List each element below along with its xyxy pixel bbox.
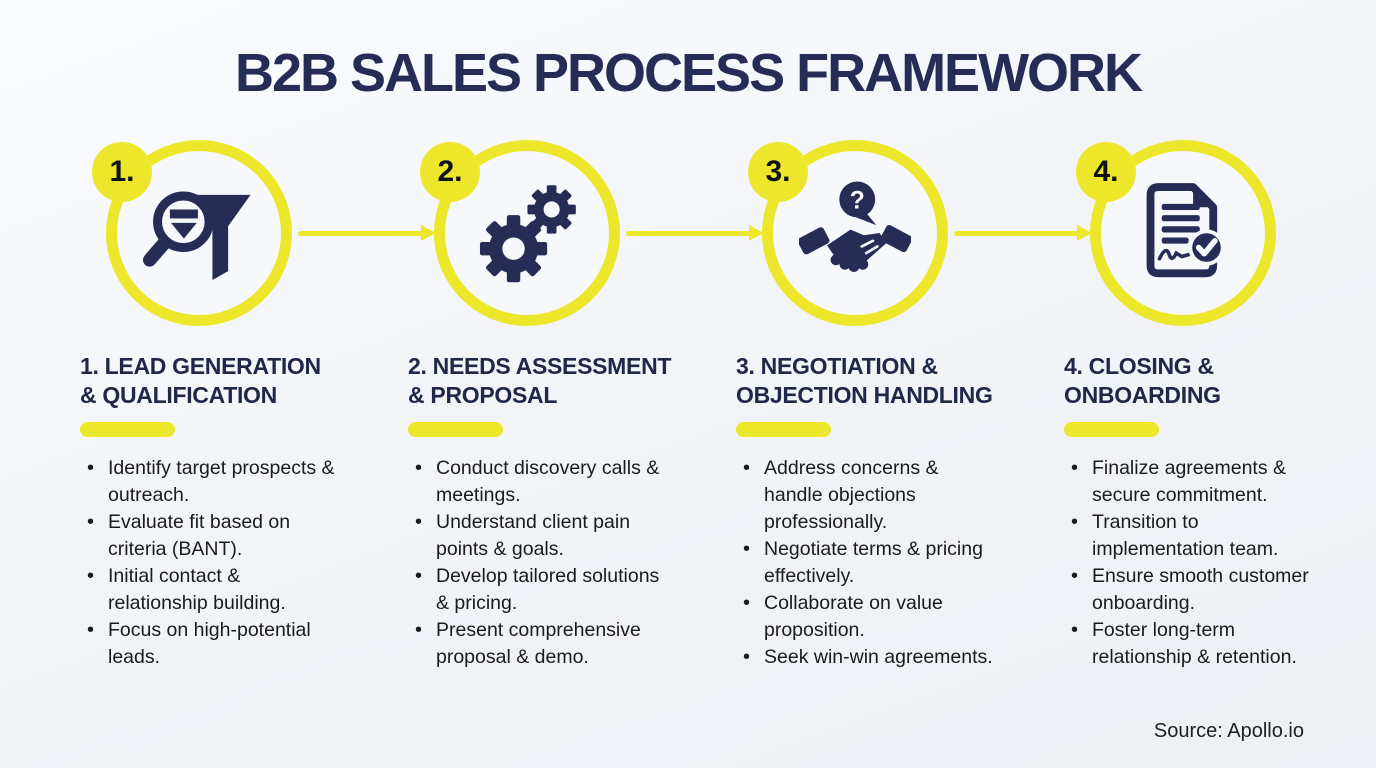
- bullet-item: Initial contact & relationship building.: [80, 563, 342, 617]
- step-circle: 1.: [92, 140, 292, 326]
- step-circle: 3. ?: [748, 140, 948, 326]
- step-number-badge: 1.: [92, 142, 152, 202]
- bullet-item: Transition to implementation team.: [1064, 509, 1326, 563]
- step-needs-assessment: 2.: [408, 140, 708, 671]
- signed-document-check-icon: [1146, 183, 1225, 278]
- step-closing: 4. 4. CLOSING & ONBOARDING Finalize agre…: [1064, 140, 1364, 671]
- bullet-item: Focus on high-potential leads.: [80, 617, 342, 671]
- step-negotiation: 3. ? 3. NEGOTIATION & OBJECTION HANDLIN: [736, 140, 1036, 671]
- step-circle: 4.: [1076, 140, 1276, 326]
- step-bullet-list: Conduct discovery calls & meetings. Unde…: [408, 455, 670, 671]
- accent-bar: [80, 422, 175, 438]
- step-bullet-list: Finalize agreements & secure commitment.…: [1064, 455, 1326, 671]
- step-circle: 2.: [420, 140, 620, 326]
- handshake-question-icon: ?: [799, 181, 911, 272]
- bullet-item: Ensure smooth customer onboarding.: [1064, 563, 1326, 617]
- step-icon-ring: [1090, 140, 1276, 326]
- bullet-item: Address concerns & handle objections pro…: [736, 455, 998, 536]
- source-attribution: Source: Apollo.io: [1153, 720, 1304, 742]
- flow-arrow-icon: [298, 225, 436, 241]
- bullet-item: Evaluate fit based on criteria (BANT).: [80, 509, 342, 563]
- step-lead-generation: 1. 1. LEAD GENERATION & QUALIFICATION Id…: [80, 140, 380, 671]
- bullet-item: Identify target prospects & outreach.: [80, 455, 342, 509]
- step-heading: 2. NEEDS ASSESSMENT & PROPOSAL: [408, 353, 672, 408]
- bullet-item: Understand client pain points & goals.: [408, 509, 670, 563]
- bullet-item: Finalize agreements & secure commitment.: [1064, 455, 1326, 509]
- step-number-badge: 2.: [420, 142, 480, 202]
- page-title: B2B SALES PROCESS FRAMEWORK: [234, 43, 1143, 103]
- flow-arrow-icon: [626, 225, 764, 241]
- question-mark-glyph: ?: [850, 187, 865, 214]
- accent-bar: [408, 422, 503, 438]
- step-heading: 4. CLOSING & ONBOARDING: [1064, 353, 1221, 408]
- step-bullet-list: Identify target prospects & outreach. Ev…: [80, 455, 342, 671]
- bullet-item: Foster long-term relationship & retentio…: [1064, 617, 1326, 671]
- bullet-item: Negotiate terms & pricing effectively.: [736, 536, 998, 590]
- bullet-item: Conduct discovery calls & meetings.: [408, 455, 670, 509]
- process-steps-row: 1. 1. LEAD GENERATION & QUALIFICATION Id…: [80, 140, 1364, 671]
- bullet-item: Collaborate on value proposition.: [736, 590, 998, 644]
- step-heading: 1. LEAD GENERATION & QUALIFICATION: [80, 353, 321, 408]
- accent-bar: [1064, 422, 1159, 438]
- gears-icon: [479, 185, 576, 283]
- bullet-item: Develop tailored solutions & pricing.: [408, 563, 670, 617]
- flow-arrow-icon: [954, 225, 1092, 241]
- step-icon-ring: [106, 140, 292, 326]
- step-bullet-list: Address concerns & handle objections pro…: [736, 455, 998, 671]
- bullet-item: Present comprehensive proposal & demo.: [408, 617, 670, 671]
- step-heading: 3. NEGOTIATION & OBJECTION HANDLING: [736, 353, 993, 408]
- bullet-item: Seek win-win agreements.: [736, 644, 998, 671]
- accent-bar: [736, 422, 831, 438]
- step-number-badge: 3.: [748, 142, 808, 202]
- lead-search-funnel-icon: [143, 191, 251, 281]
- step-number-badge: 4.: [1076, 142, 1136, 202]
